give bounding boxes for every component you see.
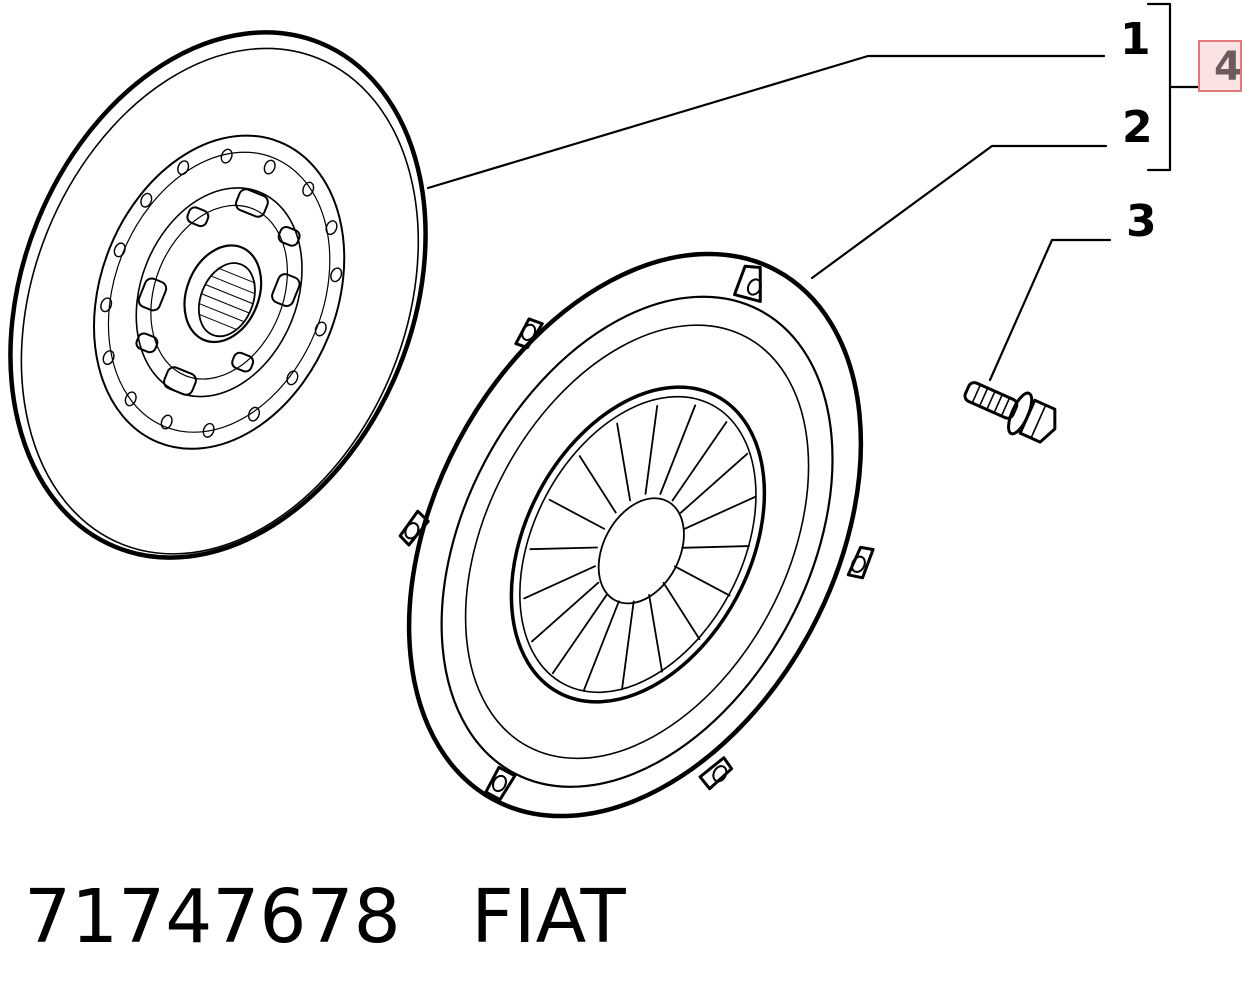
diaphragm-finger (531, 581, 600, 643)
part-number: 71747678 (24, 874, 401, 960)
bolt-drawing (963, 381, 1057, 444)
diaphragm-finger (548, 498, 606, 530)
diaphragm-finger (578, 455, 617, 514)
diaphragm-finger (679, 452, 749, 514)
diaphragm-finger (529, 546, 599, 551)
diaphragm-finger (659, 404, 697, 495)
diaphragm-finger (683, 495, 756, 530)
diaphragm-finger (551, 593, 608, 675)
diaphragm-finger (662, 581, 701, 641)
pressure-plate-drawing (398, 251, 875, 819)
diaphragm-finger (671, 421, 728, 502)
callout-2: 2 (1122, 102, 1153, 153)
callout-1: 1 (1120, 14, 1151, 65)
diaphragm-finger (523, 565, 596, 600)
diaphragm-finger (648, 594, 663, 673)
callout-3: 3 (1126, 196, 1157, 247)
diaphragm-finger (644, 405, 659, 495)
diaphragm-finger (681, 545, 750, 549)
caption: 71747678 FIAT (24, 872, 626, 962)
diaphragm-finger (621, 600, 635, 691)
callout-4-highlighted: 4 (1198, 40, 1242, 92)
leader-lines (426, 2, 1200, 382)
brand-name: FIAT (471, 874, 626, 960)
diaphragm-finger (616, 422, 631, 502)
diaphragm-finger (674, 565, 731, 597)
clutch-disc-drawing (8, 30, 428, 560)
diaphragm-finger (583, 600, 620, 691)
